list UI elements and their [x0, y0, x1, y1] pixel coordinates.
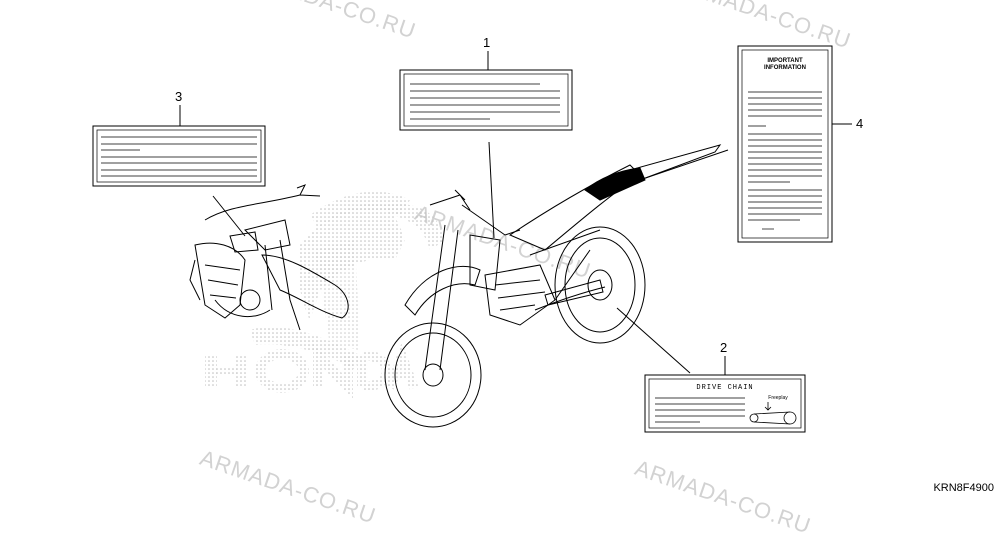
label-2-subtitle: Freeplay [768, 395, 788, 401]
callout-number-3: 3 [175, 89, 183, 104]
diagram-canvas: IMPORTANT INFORMATION DRIVE CHAIN Freepl… [92, 45, 852, 433]
leader-line-1-bike [488, 141, 495, 239]
chain-slack-icon [749, 402, 797, 425]
honda-logo-letters [205, 341, 419, 400]
leader-line-3-bike [212, 195, 246, 237]
callout-number-4: 4 [856, 116, 864, 131]
leader-line-2-bike [616, 307, 691, 374]
label-4-title-line2: INFORMATION [764, 65, 806, 71]
label-1-warning-sticker[interactable] [399, 69, 573, 131]
honda-wing-logo [250, 191, 445, 370]
label-2-drive-chain[interactable]: DRIVE CHAIN Freeplay [644, 374, 806, 433]
callout-number-2: 2 [720, 340, 728, 355]
motorcycle-side-view [384, 144, 722, 428]
callout-number-1: 1 [483, 35, 491, 50]
label-4-important-information[interactable]: IMPORTANT INFORMATION [737, 45, 833, 243]
label-4-title-line1: IMPORTANT [767, 58, 803, 64]
parts-diagram: ARMADA-CO.RU ARMADA-CO.RU ARMADA-CO.RU A… [92, 0, 994, 539]
label-2-title: DRIVE CHAIN [696, 384, 753, 392]
motorcycle-front-view [189, 184, 349, 331]
diagram-code: KRN8F4900 [933, 482, 994, 494]
label-3-warning-sticker[interactable] [92, 125, 266, 187]
